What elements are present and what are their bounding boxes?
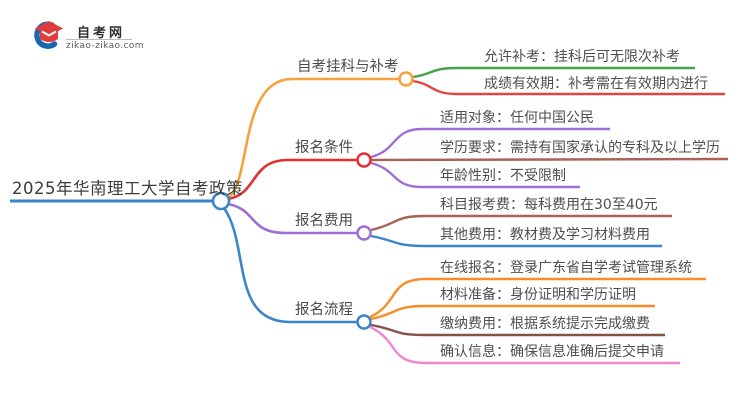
leaf-connector-1-1 xyxy=(412,66,695,79)
leaf-label-other-fees: 其他费用：教材费及学习材料费用 xyxy=(440,227,650,243)
branch-label-registration-process: 报名流程 xyxy=(295,302,353,318)
leaf-label-online-registration: 在线报名：登录广东省自学考试管理系统 xyxy=(440,260,692,276)
leaf-label-material-preparation: 材料准备：身份证明和学历证明 xyxy=(440,287,636,303)
root-node-circle xyxy=(211,191,231,211)
leaf-connector-2-1 xyxy=(370,127,610,159)
root-node-label: 2025年华南理工大学自考政策 xyxy=(12,179,243,198)
branch-label-registration-fees: 报名费用 xyxy=(295,213,353,229)
brand-divider xyxy=(66,39,132,40)
leaf-connector-4-3 xyxy=(370,323,665,337)
leaf-label-pay-fees: 缴纳费用：根据系统提示完成缴费 xyxy=(440,316,650,332)
leaf-connector-4-1 xyxy=(369,277,706,319)
leaf-connector-2-3 xyxy=(370,161,580,189)
branch-node-circle-1 xyxy=(398,71,414,87)
leaf-connector-3-1 xyxy=(370,214,672,232)
brand-domain: zikao-zikao.com xyxy=(66,41,144,51)
brand-name: 自考网 xyxy=(77,26,126,41)
branch-connector-3 xyxy=(227,202,357,235)
branch-node-circle-4 xyxy=(356,314,372,330)
branch-label-exam-retake: 自考挂科与补考 xyxy=(297,59,399,75)
leaf-connector-4-4 xyxy=(369,325,680,365)
branch-connector-2 xyxy=(227,158,357,201)
leaf-label-education-requirement: 学历要求：需持有国家承认的专科及以上学历 xyxy=(440,140,720,156)
leaf-connector-3-2 xyxy=(370,234,662,248)
branch-connector-4 xyxy=(222,207,357,324)
branch-node-circle-2 xyxy=(356,152,372,168)
leaf-connector-4-2 xyxy=(370,304,655,321)
leaf-label-age-gender: 年龄性别：不受限制 xyxy=(440,168,566,184)
branch-node-circle-3 xyxy=(356,225,372,241)
leaf-label-confirm-information: 确认信息：确保信息准确后提交申请 xyxy=(440,344,664,360)
site-logo: 自考网 zikao-zikao.com xyxy=(28,16,178,60)
leaf-connector-1-2 xyxy=(412,79,725,96)
leaf-label-subject-fee: 科目报考费：每科费用在30至40元 xyxy=(440,197,658,213)
leaf-label-retake-allowed: 允许补考：挂科后可无限次补考 xyxy=(484,49,680,65)
graduation-cap-logo-icon xyxy=(34,21,63,49)
branch-label-registration-conditions: 报名条件 xyxy=(295,140,353,156)
leaf-connector-2-2 xyxy=(370,157,729,162)
branch-connector-1 xyxy=(226,77,399,200)
leaf-label-score-validity: 成绩有效期：补考需在有效期内进行 xyxy=(484,76,708,92)
leaf-label-eligible-applicants: 适用对象：任何中国公民 xyxy=(440,110,594,126)
